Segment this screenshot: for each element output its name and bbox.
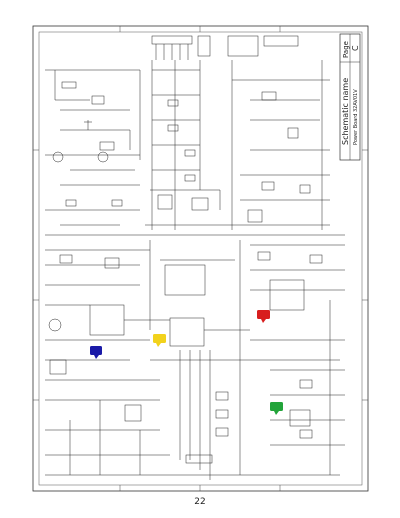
schematic-title: Schematic name: [341, 78, 350, 145]
yellow-marker[interactable]: [153, 334, 166, 347]
top-connectors: [151, 35, 299, 60]
green-marker[interactable]: [270, 402, 283, 415]
inner-border: [38, 31, 363, 486]
title-block: Schematic name Power Board 32AV01V Page …: [339, 33, 361, 161]
outer-border: [32, 25, 369, 492]
page-label: Page: [342, 41, 350, 58]
blue-marker[interactable]: [90, 346, 102, 359]
upper-middle-circuit: [145, 60, 240, 230]
lower-circuit: [45, 300, 345, 480]
upper-left-circuit: [45, 69, 141, 226]
page-number: 22: [194, 497, 206, 507]
middle-circuit: [45, 234, 345, 330]
red-marker[interactable]: [257, 310, 270, 323]
schematic-subtitle: Power Board 32AV01V: [353, 89, 359, 145]
upper-right-circuit: [231, 60, 330, 230]
border-ticks: [33, 26, 368, 491]
ic-left: [89, 304, 125, 336]
ic-center: [169, 317, 205, 347]
page-value: C: [351, 45, 360, 51]
